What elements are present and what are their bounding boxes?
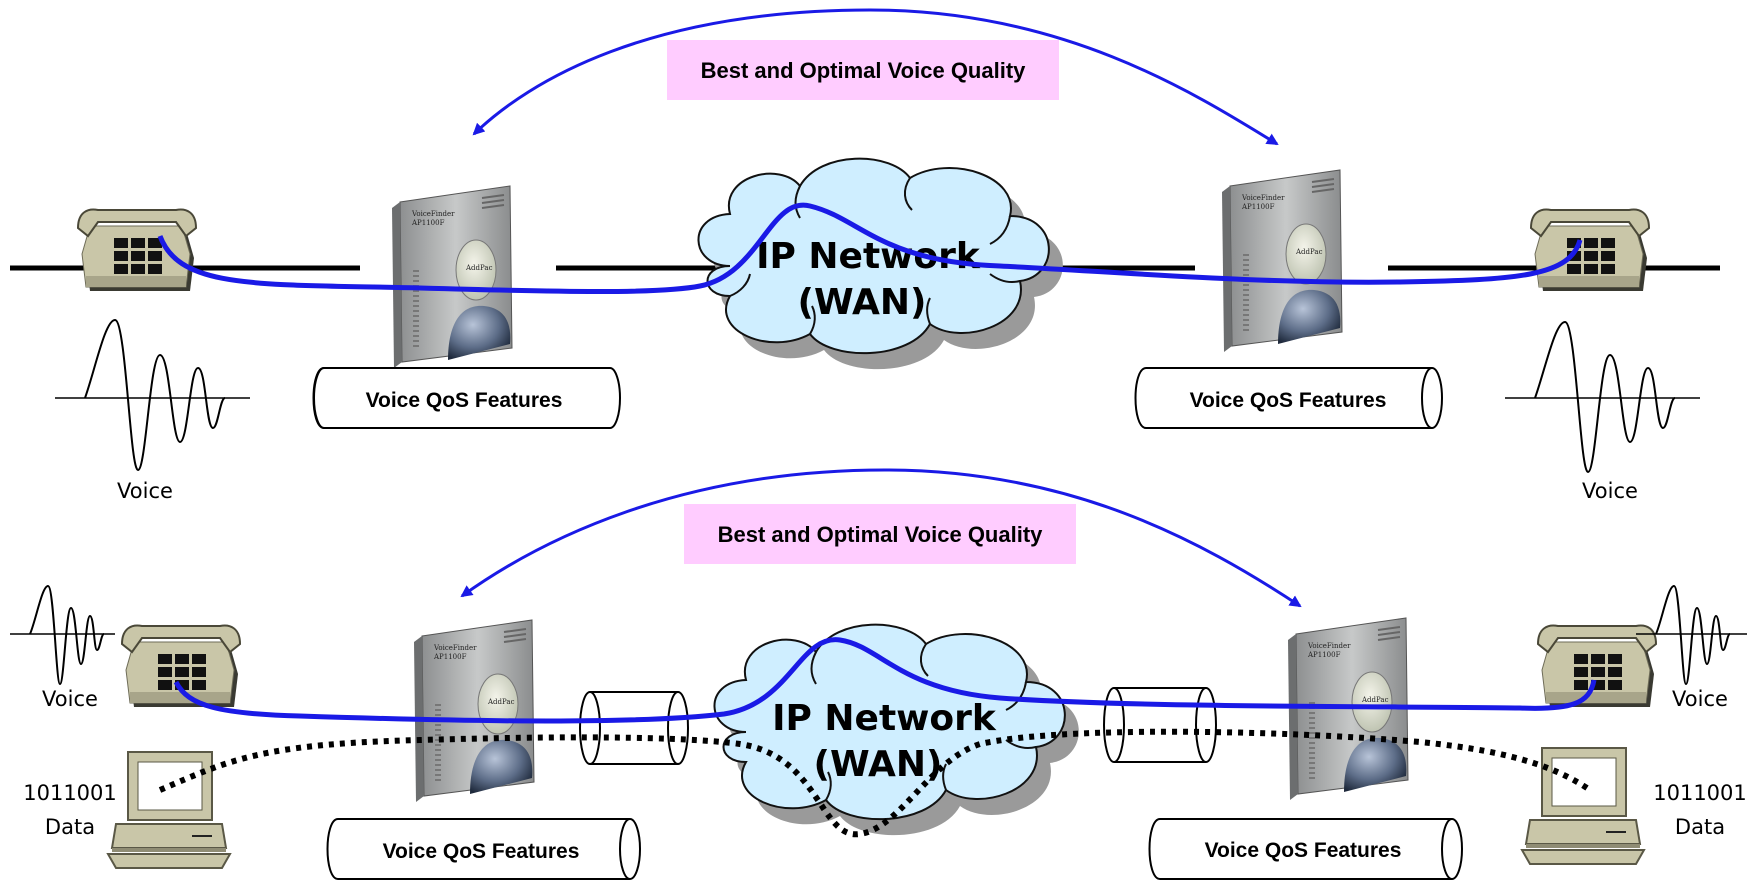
top-voice-path <box>157 202 1583 294</box>
bottom-quality-arrow-left <box>460 468 886 598</box>
bottom-cloud-label-line2: (WAN) <box>814 744 943 785</box>
bottom-quality-banner-label: Best and Optimal Voice Quality <box>718 522 1044 547</box>
device-brand-label: VoiceFinder <box>1307 642 1351 650</box>
top-right-voip-gateway-icon: VoiceFinder AP1100F AddPac <box>1222 170 1342 352</box>
device-model-label: AP1100F <box>433 653 467 661</box>
bottom-cloud-label-line1: IP Network <box>772 698 997 739</box>
top-left-qos-label: Voice QoS Features <box>366 389 563 412</box>
bottom-left-voice-waveform-icon <box>10 584 115 686</box>
bottom-left-tunnel-pipe-icon <box>579 691 689 765</box>
top-cloud-label-line2: (WAN) <box>798 282 927 323</box>
top-quality-arrow-left <box>472 8 871 136</box>
bottom-left-data-bits: 1011001 <box>23 781 117 805</box>
top-right-voice-waveform-icon <box>1505 320 1700 474</box>
bottom-right-voice-waveform-icon <box>1636 584 1747 686</box>
bottom-right-data-label: Data <box>1675 815 1725 839</box>
device-model-label: AP1100F <box>411 219 445 227</box>
bottom-right-voip-gateway-icon: VoiceFinder AP1100F AddPac <box>1288 618 1408 800</box>
top-left-telephone-icon <box>77 208 197 292</box>
top-right-voice-label: Voice <box>1582 479 1638 503</box>
bottom-right-voice-label: Voice <box>1672 687 1728 711</box>
top-left-voip-gateway-icon: VoiceFinder AP1100F AddPac <box>392 186 512 368</box>
top-right-telephone-icon <box>1530 208 1650 292</box>
bottom-right-data-bits: 1011001 <box>1653 781 1747 805</box>
device-brand-label: VoiceFinder <box>411 210 455 218</box>
bottom-right-tunnel-pipe-icon <box>1103 687 1217 763</box>
bottom-quality-arrow-right <box>884 468 1302 608</box>
top-quality-banner-label: Best and Optimal Voice Quality <box>701 58 1027 83</box>
bottom-quality-banner <box>684 504 1076 564</box>
device-brand-label: VoiceFinder <box>433 644 477 652</box>
top-cloud-label-line1: IP Network <box>756 236 981 277</box>
device-model-label: AP1100F <box>1307 651 1341 659</box>
bottom-right-telephone-icon <box>1537 624 1657 708</box>
top-right-qos-label: Voice QoS Features <box>1190 389 1387 412</box>
bottom-left-telephone-icon <box>121 624 241 708</box>
top-quality-arrow-right <box>869 8 1279 146</box>
top-quality-banner <box>667 40 1059 100</box>
device-maker-label: AddPac <box>487 698 515 706</box>
top-diagram: IP Network (WAN) VoiceFinder AP1100F Add… <box>10 8 1720 503</box>
top-left-qos-pipe-icon <box>312 367 621 429</box>
device-brand-label: VoiceFinder <box>1241 194 1285 202</box>
bottom-diagram: IP Network (WAN) VoiceFinder AP1100F Add… <box>10 468 1747 880</box>
bottom-voice-path <box>173 637 1597 724</box>
bottom-ip-network-cloud-icon <box>713 623 1079 836</box>
bottom-data-path <box>158 728 1592 838</box>
device-maker-label: AddPac <box>1361 696 1389 704</box>
top-left-voice-label: Voice <box>117 479 173 503</box>
top-left-voice-waveform-icon <box>55 318 250 472</box>
device-model-label: AP1100F <box>1241 203 1275 211</box>
bottom-right-qos-pipe-icon <box>1148 818 1463 880</box>
bottom-left-data-label: Data <box>45 815 95 839</box>
bottom-left-qos-pipe-icon <box>326 818 641 880</box>
bottom-left-qos-label: Voice QoS Features <box>383 840 580 863</box>
bottom-right-computer-icon <box>1521 747 1645 865</box>
bottom-right-qos-label: Voice QoS Features <box>1205 839 1402 862</box>
bottom-left-voip-gateway-icon: VoiceFinder AP1100F AddPac <box>414 620 534 802</box>
top-ip-network-cloud-icon <box>697 157 1063 370</box>
top-right-qos-pipe-icon <box>1134 367 1443 429</box>
device-maker-label: AddPac <box>1295 248 1323 256</box>
bottom-left-voice-label: Voice <box>42 687 98 711</box>
device-maker-label: AddPac <box>465 264 493 272</box>
